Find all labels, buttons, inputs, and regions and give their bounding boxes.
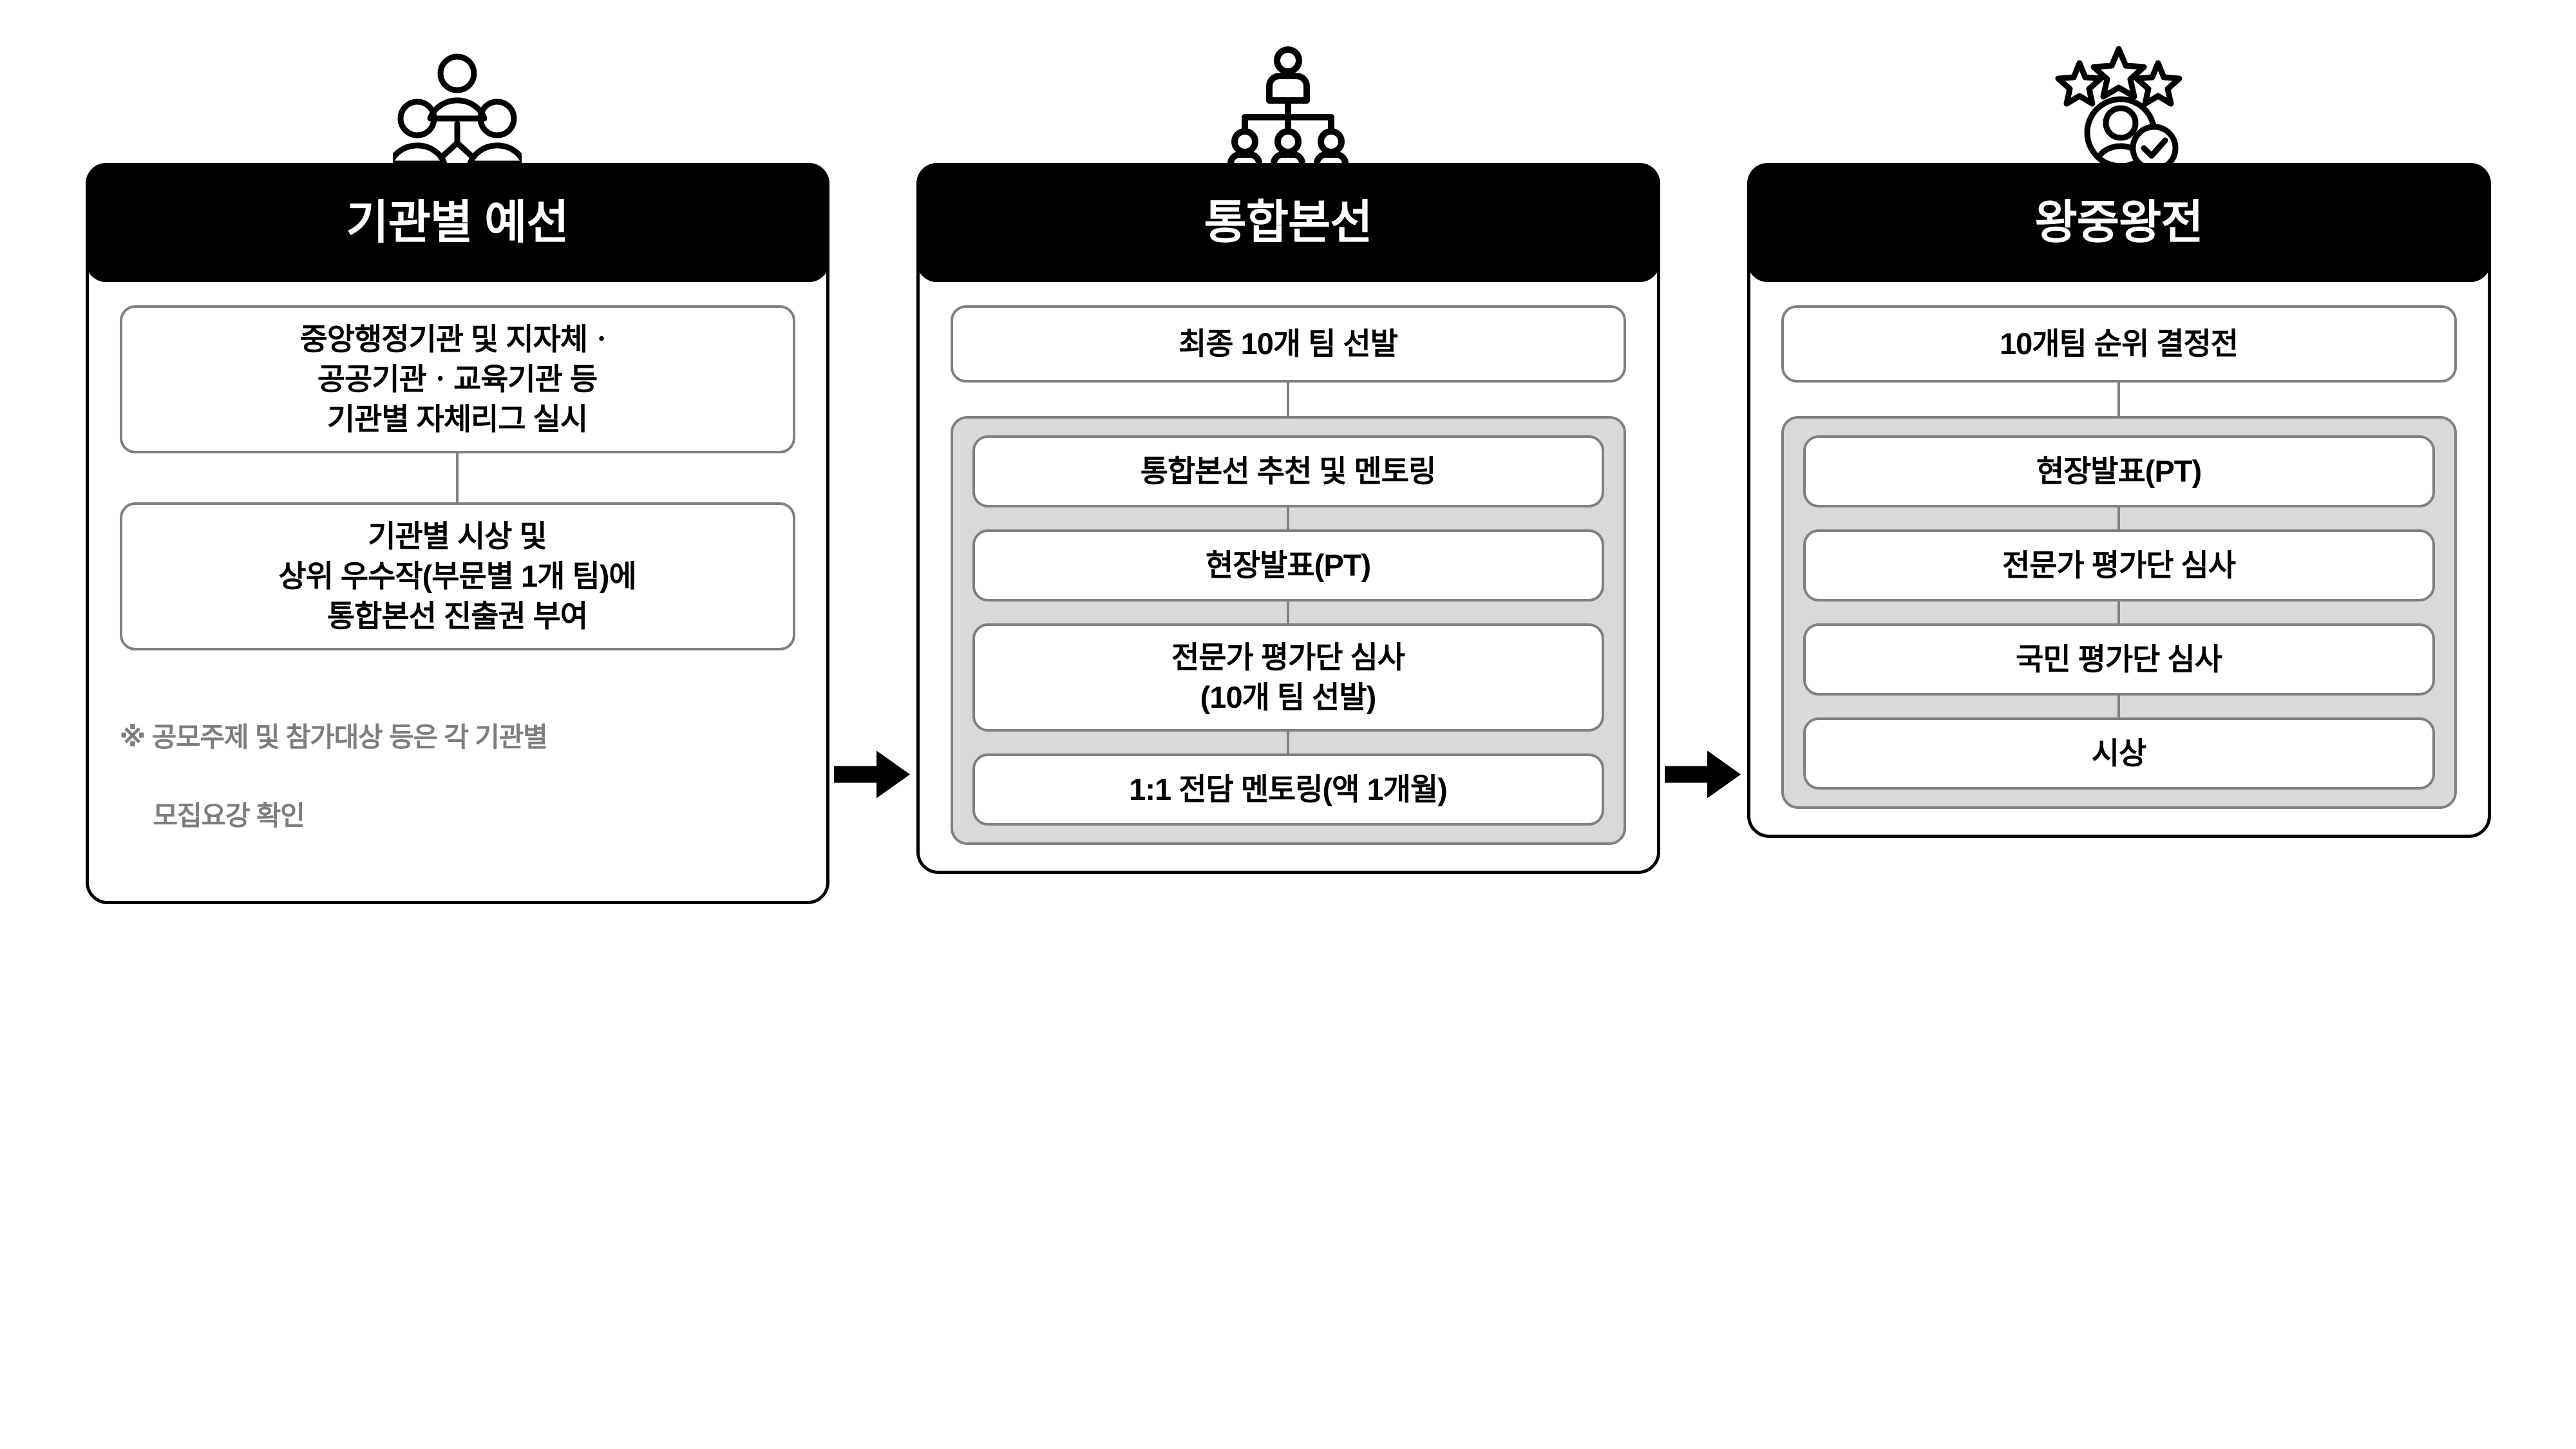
- box-expert-review[interactable]: 전문가 평가단 심사: [1803, 529, 2435, 601]
- box-presentation[interactable]: 현장발표(PT): [1803, 435, 2435, 507]
- arrow-1-column: [829, 0, 916, 1449]
- stage-card-grand-final: 왕중왕전 10개팀 순위 결정전 현장발표(PT) 전문가 평가단 심사: [1747, 163, 2491, 838]
- box-institution-league[interactable]: 중앙행정기관 및 지자체ㆍ 공공기관ㆍ교육기관 등 기관별 자체리그 실시: [119, 305, 795, 454]
- box-one-on-one-mentoring[interactable]: 1:1 전담 멘토링(액 1개월): [972, 753, 1604, 826]
- box-recommend-mentoring[interactable]: 통합본선 추천 및 멘토링: [972, 435, 1604, 507]
- final-process-panel: 현장발표(PT) 전문가 평가단 심사 국민 평가단 심사 시상: [1781, 416, 2457, 809]
- connector-line: [1287, 507, 1289, 529]
- stage-title: 통합본선: [1204, 196, 1373, 249]
- box-institution-award[interactable]: 기관별 시상 및 상위 우수작(부문별 1개 팀)에 통합본선 진출권 부여: [119, 502, 795, 651]
- org-chart-icon: [916, 0, 1660, 167]
- footnote: ※ 공모주제 및 참가대상 등은 각 기관별 모집요강 확인: [120, 679, 795, 875]
- box-final-ten-teams[interactable]: 최종 10개 팀 선발: [950, 305, 1626, 383]
- stars-user-check-icon: [1747, 0, 2491, 167]
- connector-line: [2117, 507, 2120, 529]
- box-expert-review[interactable]: 전문가 평가단 심사 (10개 팀 선발): [972, 623, 1604, 732]
- connector-line: [456, 453, 459, 503]
- footnote-line-2: 모집요강 확인: [153, 800, 305, 831]
- stage-card-main: 통합본선 최종 10개 팀 선발 통합본선 추천 및 멘토링 현장발표(PT): [916, 163, 1660, 875]
- connector-line: [2117, 696, 2120, 717]
- stage-title: 기관별 예선: [346, 196, 569, 249]
- stage-header-grand-final: 왕중왕전: [1747, 163, 2491, 282]
- stage-body-preliminary: 중앙행정기관 및 지자체ㆍ 공공기관ㆍ교육기관 등 기관별 자체리그 실시 기관…: [89, 282, 826, 901]
- arrow-right-icon: [834, 747, 911, 806]
- box-ten-team-ranking[interactable]: 10개팀 순위 결정전: [1781, 305, 2457, 383]
- stage-header-main: 통합본선: [916, 163, 1660, 282]
- connector-line: [1287, 732, 1289, 754]
- stage-title: 왕중왕전: [2034, 196, 2204, 249]
- connector-line: [2117, 383, 2120, 416]
- connector-line: [1287, 383, 1289, 416]
- connector-line: [2117, 601, 2120, 623]
- people-group-icon: [86, 0, 829, 167]
- stage-body-grand-final: 10개팀 순위 결정전 현장발표(PT) 전문가 평가단 심사: [1750, 282, 2488, 835]
- arrow-2-column: [1660, 0, 1747, 1449]
- box-presentation[interactable]: 현장발표(PT): [972, 529, 1604, 601]
- arrow-right-icon: [1665, 747, 1742, 806]
- box-public-review[interactable]: 국민 평가단 심사: [1803, 623, 2435, 696]
- box-awards[interactable]: 시상: [1803, 717, 2435, 790]
- stage-card-preliminary: 기관별 예선 중앙행정기관 및 지자체ㆍ 공공기관ㆍ교육기관 등 기관별 자체리…: [85, 163, 829, 904]
- main-process-panel: 통합본선 추천 및 멘토링 현장발표(PT) 전문가 평가단 심사 (10개 팀…: [950, 416, 1626, 846]
- connector-line: [1287, 601, 1289, 623]
- footnote-line-1: ※ 공모주제 및 참가대상 등은 각 기관별: [119, 722, 548, 753]
- stage-body-main: 최종 10개 팀 선발 통합본선 추천 및 멘토링 현장발표(PT): [920, 282, 1657, 871]
- stage-header-preliminary: 기관별 예선: [85, 163, 829, 282]
